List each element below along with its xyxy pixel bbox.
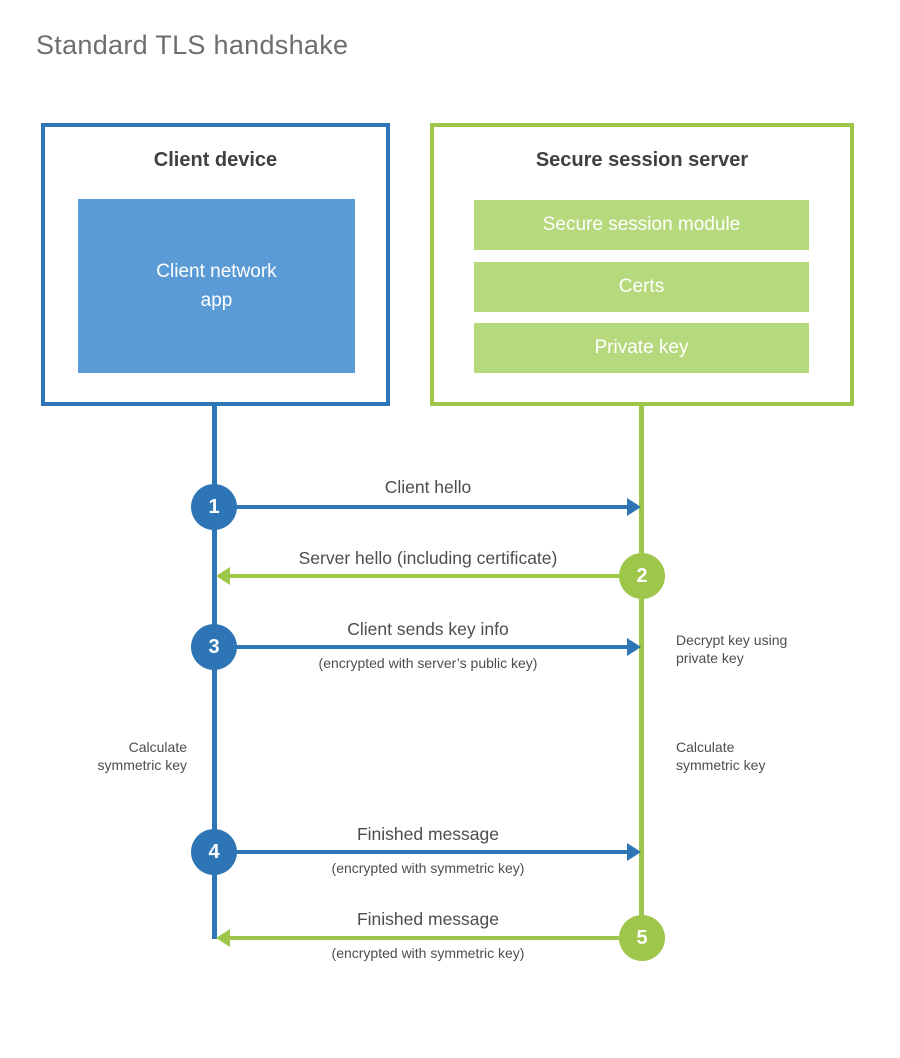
step-5-arrowhead-icon	[216, 929, 230, 947]
step-4-arrow	[214, 850, 627, 854]
step-2-arrowhead-icon	[216, 567, 230, 585]
client-lifeline	[212, 405, 217, 939]
server-module-private-key: Private key	[474, 323, 809, 373]
step-2-label: Server hello (including certificate)	[298, 548, 558, 568]
step-3-sublabel: (encrypted with server’s public key)	[318, 655, 538, 671]
step-3-label: Client sends key info	[347, 619, 509, 639]
client-device-title: Client device	[153, 149, 278, 171]
step-1-arrow	[214, 505, 627, 509]
step-4-label: Finished message	[356, 824, 500, 844]
server-module-secure-session: Secure session module	[474, 200, 809, 250]
secure-session-server-title: Secure session server	[535, 149, 749, 171]
step-5-sublabel: (encrypted with symmetric key)	[331, 945, 525, 961]
step-2-badge: 2	[619, 553, 665, 599]
step-3-arrowhead-icon	[627, 638, 641, 656]
note-calculate-symmetric-key-client: Calculate symmetric key	[97, 739, 187, 773]
step-1-badge: 1	[191, 484, 237, 530]
step-5-badge: 5	[619, 915, 665, 961]
note-decrypt-key: Decrypt key using private key	[676, 632, 788, 666]
page-title: Standard TLS handshake	[36, 30, 349, 60]
step-4-badge: 4	[191, 829, 237, 875]
step-3-arrow	[214, 645, 627, 649]
step-1-label: Client hello	[384, 477, 472, 497]
step-2-arrow	[230, 574, 642, 578]
client-network-app-box: Client network app	[78, 199, 355, 373]
step-5-arrow	[230, 936, 642, 940]
server-module-certs: Certs	[474, 262, 809, 312]
step-5-label: Finished message	[356, 909, 500, 929]
note-calculate-symmetric-key-server: Calculate symmetric key	[676, 739, 766, 773]
step-1-arrowhead-icon	[627, 498, 641, 516]
server-lifeline	[639, 405, 644, 939]
step-4-arrowhead-icon	[627, 843, 641, 861]
step-3-badge: 3	[191, 624, 237, 670]
step-4-sublabel: (encrypted with symmetric key)	[331, 860, 525, 876]
